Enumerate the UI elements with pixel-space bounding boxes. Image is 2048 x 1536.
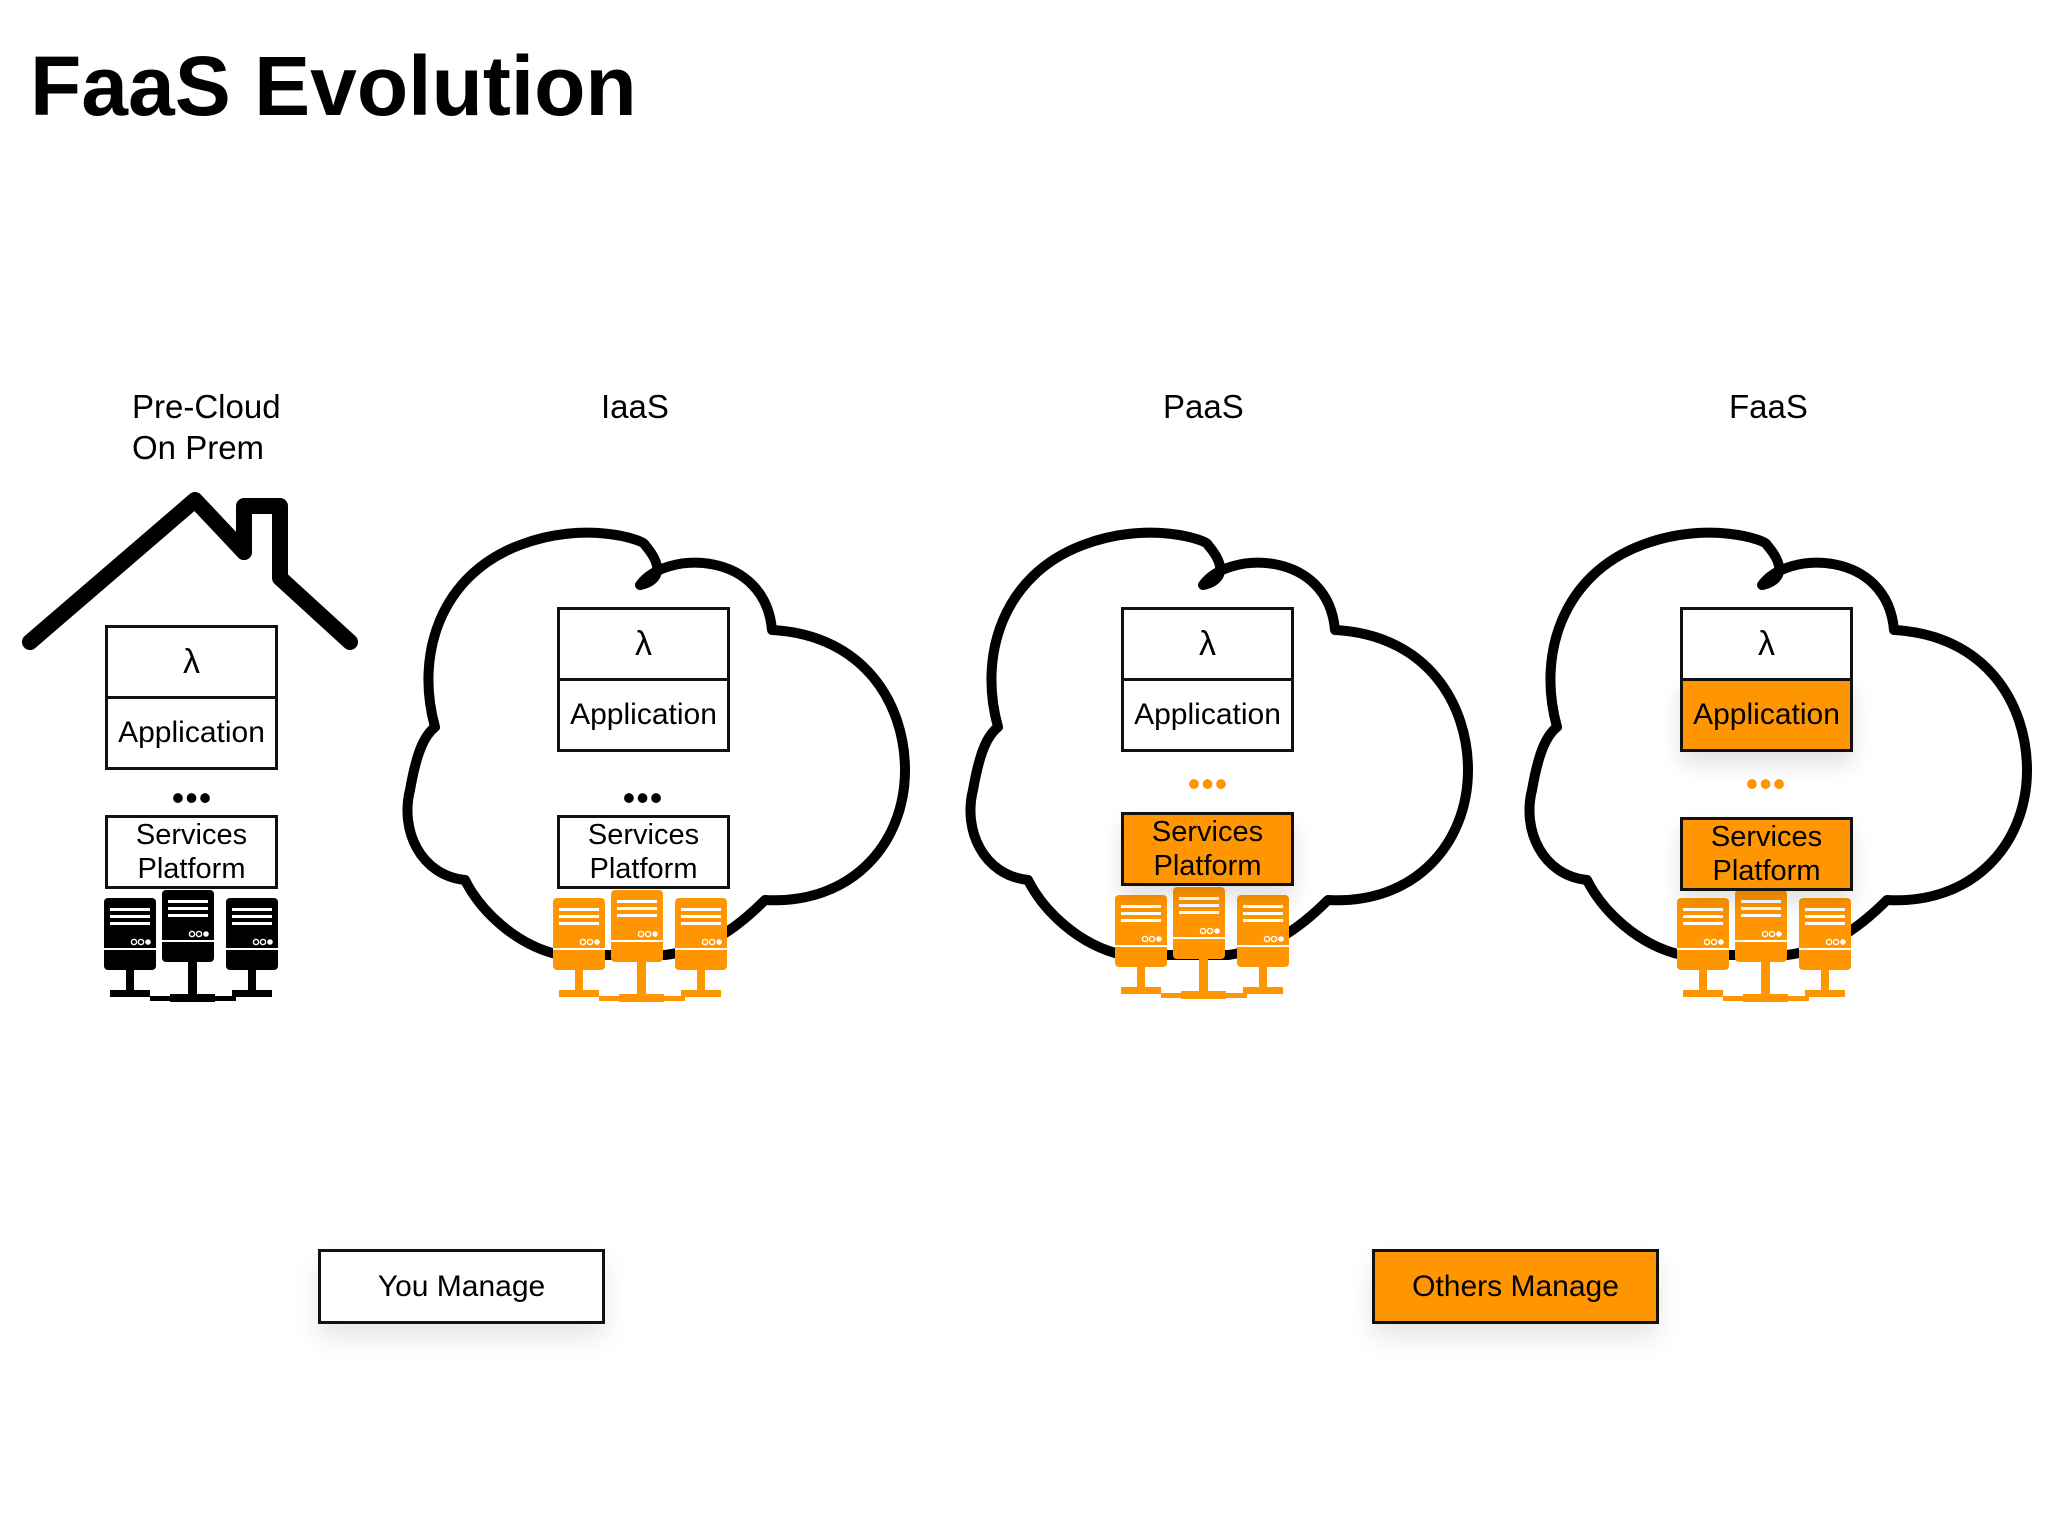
server-rack-icon [104, 890, 278, 1002]
column-label-line: On Prem [132, 429, 265, 466]
column-label-precloud: Pre-Cloud On Prem [132, 386, 281, 468]
legend-you-manage: You Manage [318, 1249, 605, 1324]
services-label: Services [1710, 821, 1823, 853]
platform-label: Platform [137, 853, 246, 885]
legend-others-manage: Others Manage [1372, 1249, 1659, 1324]
application-box-paas: Application [1121, 678, 1294, 752]
column-label-paas: PaaS [1163, 388, 1244, 425]
platform-label: Platform [1153, 850, 1262, 882]
server-rack-icon [553, 890, 727, 1002]
services-label: Services [587, 819, 700, 851]
column-label-line: Pre-Cloud [132, 388, 281, 425]
ellipsis-dots: ••• [1745, 763, 1787, 804]
platform-label: Platform [1712, 855, 1821, 887]
column-label-faas: FaaS [1729, 388, 1808, 425]
lambda-box-iaas: λ [557, 607, 730, 681]
ellipsis-dots: ••• [171, 777, 213, 818]
application-box-faas: Application [1680, 678, 1853, 752]
services-label: Services [1151, 816, 1264, 848]
services-platform-box-paas: Services Platform [1121, 812, 1294, 886]
application-box-precloud: Application [105, 696, 278, 770]
ellipsis-dots: ••• [622, 777, 664, 818]
house-icon [22, 492, 358, 650]
lambda-box-paas: λ [1121, 607, 1294, 681]
lambda-box-faas: λ [1680, 607, 1853, 681]
column-label-iaas: IaaS [601, 388, 669, 425]
ellipsis-dots: ••• [1187, 763, 1229, 804]
platform-label: Platform [589, 853, 698, 885]
server-rack-icon [1677, 890, 1851, 1002]
services-platform-box-precloud: Services Platform [105, 815, 278, 889]
page-title: FaaS Evolution [30, 39, 637, 133]
services-platform-box-iaas: Services Platform [557, 815, 730, 889]
lambda-box-precloud: λ [105, 625, 278, 699]
services-label: Services [135, 819, 248, 851]
application-box-iaas: Application [557, 678, 730, 752]
services-platform-box-faas: Services Platform [1680, 817, 1853, 891]
server-rack-icon [1115, 887, 1289, 999]
